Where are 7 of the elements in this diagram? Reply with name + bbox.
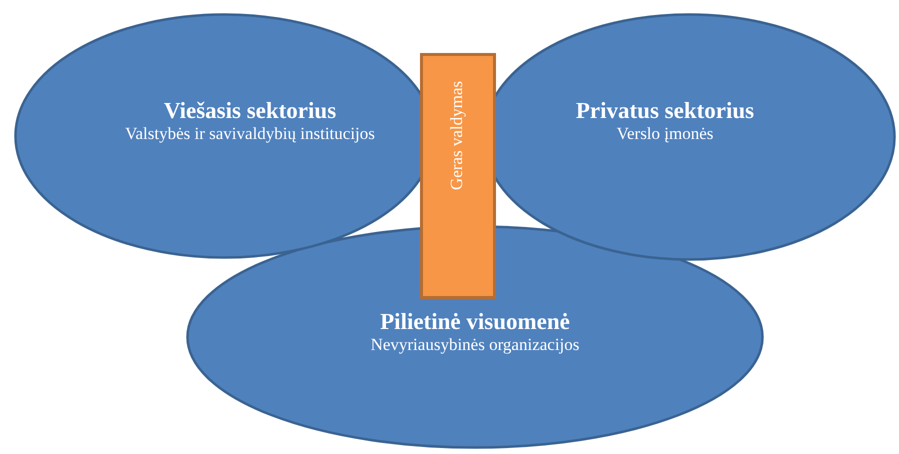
sector-title: Privatus sektorius [576, 98, 754, 124]
sector-description: Nevyriausybinės organizacijos [370, 335, 580, 355]
sector-description: Verslo įmonės [616, 124, 714, 144]
bar-label: Geras valdymas [447, 81, 467, 190]
sector-description: Valstybės ir savivaldybių institucijos [125, 124, 375, 144]
sector-title: Viešasis sektorius [164, 98, 336, 124]
sector-title: Pilietinė visuomenė [380, 309, 570, 335]
